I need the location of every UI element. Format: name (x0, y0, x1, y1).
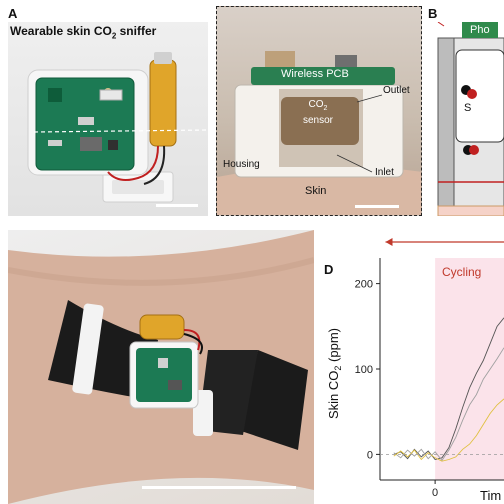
panel-b-letter: B (428, 6, 438, 21)
arm-band-illustration (8, 230, 314, 504)
title-text: Wearable skin CO (10, 24, 112, 38)
cycling-shaded-region (435, 258, 504, 480)
panel-a-title: Wearable skin CO2 sniffer (10, 24, 156, 40)
pcb-label: Wireless PCB (281, 68, 349, 80)
sensor-label-subscript: 2 (323, 105, 328, 112)
skin-label: Skin (305, 185, 327, 197)
panel-c-photo (8, 230, 314, 504)
outlet-label: Outlet (383, 85, 410, 96)
panel-b-diagram: Pho S (434, 22, 504, 216)
panel-b-s-label: S (464, 102, 472, 114)
cycling-label: Cycling (442, 265, 481, 279)
panel-a-letter: A (8, 6, 18, 21)
cross-section-illustration (217, 51, 421, 215)
panel-a-photo: Wearable skin CO2 sniffer (8, 22, 208, 216)
axes-group: 0 100 200 0 (355, 258, 504, 499)
scale-bar-photo-c (142, 486, 296, 489)
inlet-label: Inlet (375, 167, 394, 178)
sensor-label-co: CO (308, 99, 324, 110)
series-line-3 (393, 398, 504, 462)
title-subscript: 2 (111, 31, 117, 41)
y-axis-label-unit: (ppm) (326, 328, 341, 366)
scale-bar-cross-section (355, 205, 399, 208)
sensor-label-line2: sensor (303, 115, 334, 126)
panel-a-cross-section: Wireless PCB CO2 sensor Outlet Housing I… (216, 6, 422, 216)
cycling-arrowhead (385, 238, 393, 246)
y-axis-label-subscript: 2 (333, 366, 343, 371)
scale-bar (156, 204, 198, 207)
panel-b-tag: Pho (462, 22, 498, 38)
x-tick-label: 0 (432, 487, 438, 499)
title-text-tail: sniffer (116, 24, 157, 38)
panel-d-letter: D (324, 262, 334, 277)
panel-b-schematic (437, 22, 504, 216)
sensor-label: CO2 sensor (303, 99, 333, 127)
housing-label: Housing (223, 159, 260, 170)
y-tick-label: 100 (355, 364, 373, 376)
y-tick-label: 200 (355, 279, 373, 291)
sniffer-device-illustration (27, 52, 208, 203)
y-tick-label: 0 (367, 449, 373, 461)
y-axis-label: Skin CO2 (ppm) (326, 328, 343, 419)
x-axis-label: Tim (480, 488, 501, 503)
y-axis-label-text: Skin CO (326, 371, 341, 419)
skin-co2-chart: Cycling 0 100 200 0 Skin CO2 (ppm) Tim (326, 238, 504, 503)
